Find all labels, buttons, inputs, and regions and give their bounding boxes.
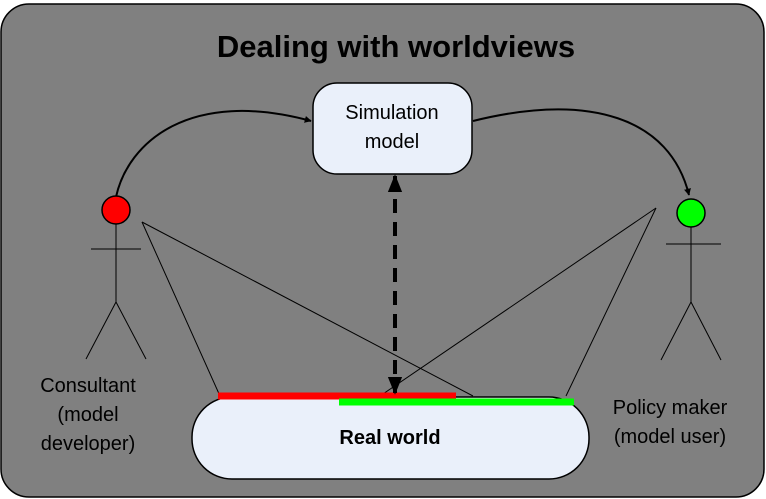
consultant-head (101, 195, 131, 225)
consultant-to-model-arrow (115, 110, 312, 198)
simulation-model-label-line2: model (365, 131, 419, 153)
consultant-figure (85, 195, 147, 360)
simulation-model-box (312, 82, 473, 175)
consultant-label-line3: developer) (41, 433, 136, 455)
consultant-view-line-left (141, 221, 221, 397)
policy-maker-label-line2: (model user) (614, 426, 726, 448)
consultant-view-line-right (141, 221, 474, 397)
background-panel (0, 3, 765, 498)
policy-view-line-left (379, 207, 657, 397)
policy-maker-head (676, 198, 706, 228)
real-world-label: Real world (339, 427, 440, 449)
diagram-title: Dealing with worldviews (217, 29, 575, 64)
policy-view-line-right (565, 207, 657, 397)
consultant-label-line2: (model (57, 404, 118, 426)
policy-maker-figure (660, 198, 722, 361)
model-to-policy-maker-arrow (472, 108, 691, 196)
simulation-model-label-line1: Simulation (345, 102, 438, 124)
policy-maker-label-line1: Policy maker (613, 397, 728, 419)
consultant-label-line1: Consultant (40, 375, 136, 397)
